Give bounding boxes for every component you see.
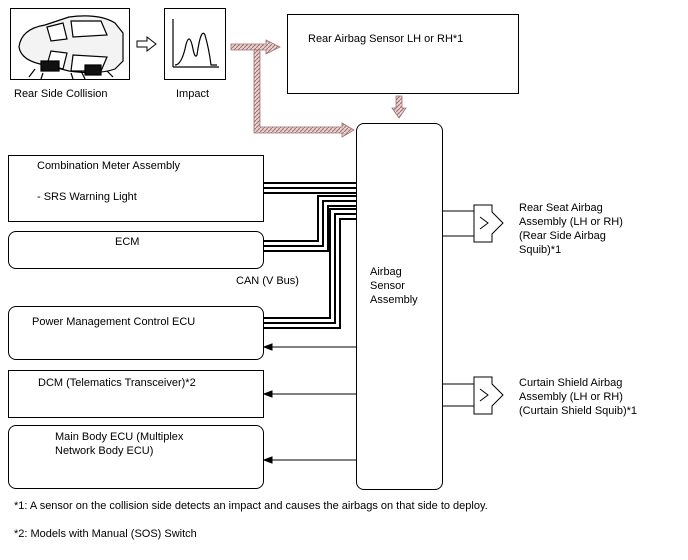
dcm-label: DCM (Telematics Transceiver)*2 [38,377,196,389]
airbag-sensor-assembly-label: Airbag Sensor Assembly [370,266,418,306]
combination-meter-box [8,155,264,222]
rear-seat-squib-connector [443,204,504,243]
main-body-ecu-label: Main Body ECU (Multiplex Network Body EC… [55,431,184,457]
dcm-box [8,370,264,418]
rear-seat-airbag-label: Rear Seat Airbag Assembly (LH or RH) (Re… [519,202,623,256]
airbag-sensor-assembly-box [356,123,443,490]
power-management-label: Power Management Control ECU [32,316,196,328]
arrow-sensor-to-assembly [391,95,407,119]
impact-graph-box [164,8,226,80]
collision-label: Rear Side Collision [14,88,108,100]
impact-waveform-icon [172,19,219,68]
main-body-ecu-box [8,425,264,489]
power-management-box [8,306,264,360]
rear-airbag-sensor-label: Rear Airbag Sensor LH or RH*1 [308,33,464,45]
ecm-label: ECM [115,236,140,248]
combination-meter-title: Combination Meter Assembly [37,160,181,172]
footnote-2: *2: Models with Manual (SOS) Switch [14,528,197,540]
srs-warning-light-label: - SRS Warning Light [37,191,137,203]
rear-airbag-sensor-box [287,14,519,94]
curtain-shield-squib-connector [443,376,504,415]
ecm-box [8,231,264,269]
impact-label: Impact [176,88,210,100]
signal-lines [262,343,356,464]
arrow-impact-to-assembly [253,49,355,138]
arrow-impact-to-sensor [230,39,281,55]
curtain-shield-airbag-label: Curtain Shield Airbag Assembly (LH or RH… [519,377,638,417]
can-bus-label: CAN (V Bus) [236,275,299,287]
footnote-1: *1: A sensor on the collision side detec… [14,500,488,512]
can-bus-lines [264,182,356,329]
arrow-collision-to-impact [136,35,157,53]
car-collision-icon [18,15,124,80]
rear-side-collision-image [10,8,130,80]
